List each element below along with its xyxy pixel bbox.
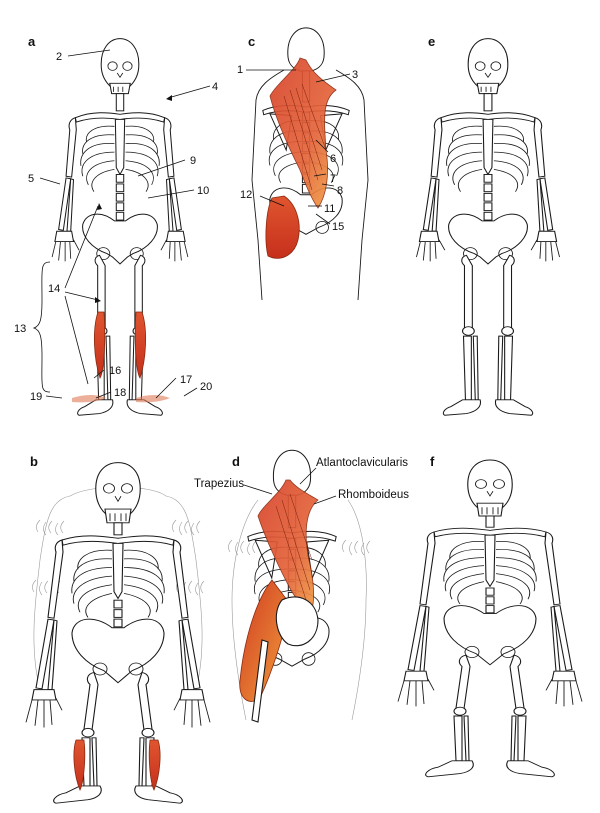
hip-bones-d <box>275 596 319 647</box>
callout-14: 14 <box>48 283 60 295</box>
callout-13: 13 <box>14 323 26 335</box>
callout-17: 17 <box>180 374 192 386</box>
back-muscle-fibers-c <box>283 83 327 191</box>
callout-16: 16 <box>109 365 121 377</box>
panel-letter-a: a <box>28 34 36 49</box>
skeleton-f <box>397 459 583 778</box>
callout-5: 5 <box>28 173 34 185</box>
label-rhomboideus: Rhomboideus <box>338 489 409 501</box>
body-outline-c <box>251 69 369 301</box>
panel-c: c 1 3 6 7 8 12 11 15 <box>237 27 369 301</box>
callout-19: 19 <box>30 391 42 403</box>
panel-letter-e: e <box>428 34 435 49</box>
foot-muscle-right <box>136 395 170 403</box>
back-muscle-c <box>269 57 337 209</box>
hair-fringe-d-left <box>228 539 257 556</box>
panel-a: a 2 4 5 9 10 13 14 16 17 1 <box>14 34 218 416</box>
callout-9: 9 <box>190 155 196 167</box>
skeleton-e <box>415 38 561 416</box>
hair-fringe-b-right <box>172 519 201 536</box>
callout-7: 7 <box>330 173 336 185</box>
panel-f: f <box>397 454 583 778</box>
panel-d: d Atlantoclavicularis Rhomboideus Trapez… <box>194 449 409 723</box>
callout-12: 12 <box>240 189 252 201</box>
callout-18: 18 <box>114 387 126 399</box>
hair-fringe-b-left <box>36 519 65 536</box>
callout-4: 4 <box>212 81 218 93</box>
gluteal-muscle-c <box>265 195 300 259</box>
panel-letter-d: d <box>232 454 240 469</box>
panel-letter-c: c <box>248 34 255 49</box>
callout-11: 11 <box>324 203 335 215</box>
calf-muscle-left <box>93 311 106 379</box>
label-trapezius: Trapezius <box>194 478 244 490</box>
callout-15: 15 <box>332 221 344 233</box>
callout-20: 20 <box>200 381 212 393</box>
label-atlantoclavicularis: Atlantoclavicularis <box>316 457 408 469</box>
back-muscle-fibers-d <box>275 493 313 601</box>
panel-letter-f: f <box>430 454 435 469</box>
panel-e: e <box>415 34 561 416</box>
foot-muscle-left <box>72 395 106 403</box>
callout-8: 8 <box>337 185 343 197</box>
femur-d <box>251 639 269 723</box>
callout-2: 2 <box>56 51 62 63</box>
calf-muscle-b-left <box>73 739 86 791</box>
human-skeleton-a <box>51 38 189 416</box>
skeleton-b <box>25 462 211 804</box>
calf-muscle-b-right <box>148 739 161 791</box>
panel-b: b <box>25 454 211 804</box>
callout-1: 1 <box>237 64 243 76</box>
panel-letter-b: b <box>30 454 38 469</box>
callout-6: 6 <box>330 153 336 165</box>
callout-10: 10 <box>197 185 209 197</box>
callout-3: 3 <box>352 69 358 81</box>
calf-muscle-right <box>134 311 147 379</box>
hair-fringe-d-right <box>342 539 371 556</box>
